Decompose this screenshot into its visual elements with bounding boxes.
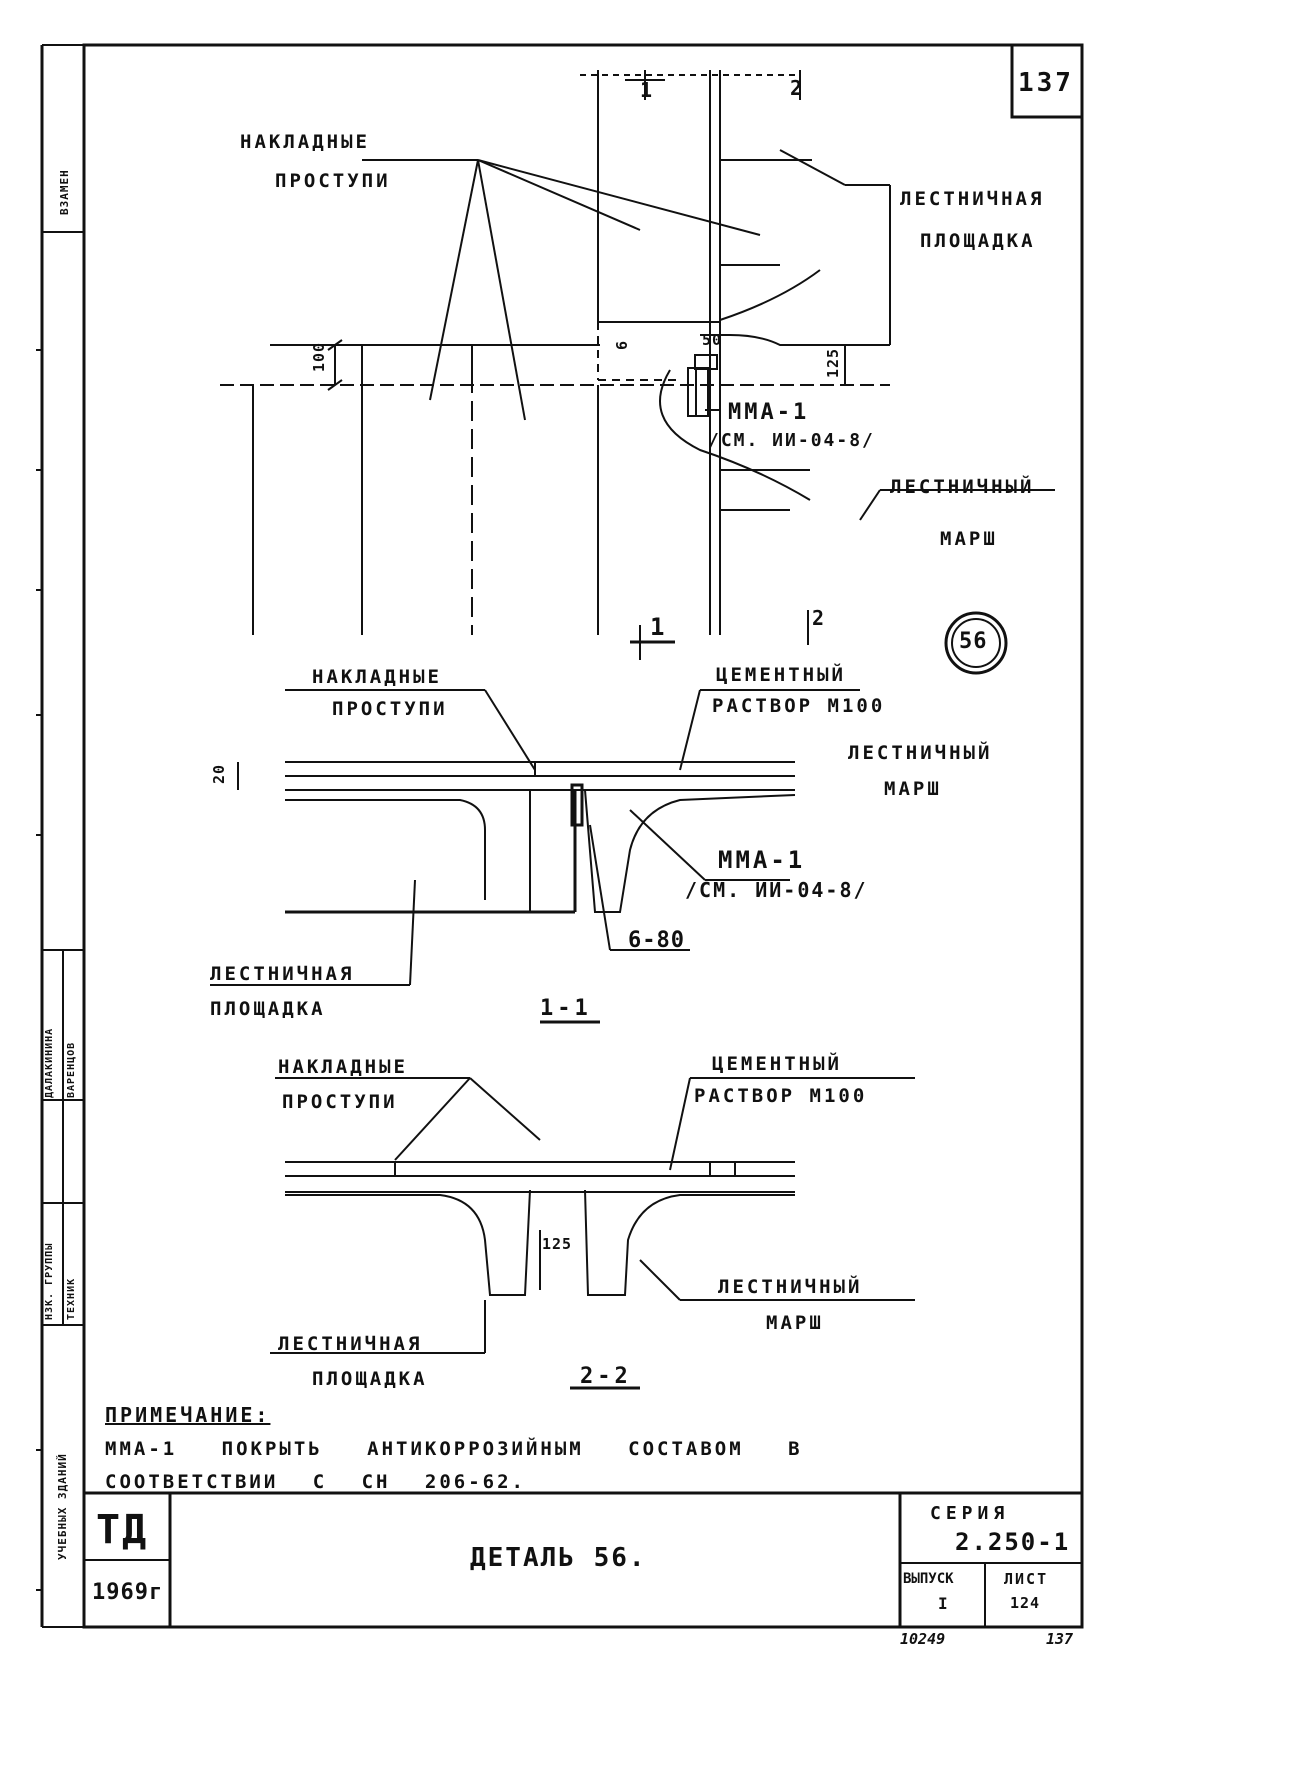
- s2-label-overlays-1: НАКЛАДНЫЕ: [278, 1056, 408, 1078]
- issue-label: ВЫПУСК: [903, 1571, 954, 1587]
- s1-label-march-1: ЛЕСТНИЧНЫЙ: [848, 742, 993, 764]
- plan-cut-2-bottom: 2: [812, 606, 828, 630]
- plan-label-mma-2: /СМ. ИИ-04-8/: [708, 430, 875, 451]
- s2-label-mortar-2: РАСТВОР М100: [694, 1085, 868, 1107]
- note-line-2: СООТВЕТСТВИИ С СН 206-62.: [105, 1471, 526, 1493]
- side-label-buildings: УЧЕБНЫХ ЗДАНИЙ: [56, 1453, 69, 1560]
- title-block: [84, 1491, 1082, 1627]
- plan-view: [220, 70, 1055, 660]
- s1-label-march-2: МАРШ: [884, 778, 942, 800]
- plan-dim-100: 100: [310, 341, 328, 372]
- s1-title: 1-1: [540, 996, 592, 1021]
- series-label: СЕРИЯ: [930, 1503, 1010, 1524]
- s1-dim-20: 20: [210, 763, 228, 784]
- plan-dim-125: 125: [824, 347, 842, 378]
- side-label-name-2: ВАРЕНЦОВ: [66, 1041, 77, 1098]
- below-right-number: 137: [1046, 1630, 1074, 1648]
- plan-label-landing-2: ПЛОЩАДКА: [920, 230, 1036, 252]
- s2-label-landing-1: ЛЕСТНИЧНАЯ: [278, 1333, 423, 1355]
- plan-dim-6: 6: [613, 339, 631, 350]
- note-line-1: ММА-1 ПОКРЫТЬ АНТИКОРРОЗИЙНЫМ СОСТАВОМ В: [105, 1438, 803, 1460]
- plan-label-march-1: ЛЕСТНИЧНЫЙ: [890, 476, 1035, 498]
- s1-label-overlays-2: ПРОСТУПИ: [332, 698, 448, 720]
- s2-label-march-1: ЛЕСТНИЧНЫЙ: [718, 1276, 863, 1298]
- title-block-code: ТД: [96, 1507, 149, 1553]
- sheet-frame: [36, 43, 1084, 1629]
- side-label-group: НЗК. ГРУППЫ: [44, 1242, 55, 1320]
- title-block-title: ДЕТАЛЬ 56.: [470, 1543, 647, 1573]
- s1-label-mortar-2: РАСТВОР М100: [712, 695, 886, 717]
- s2-title: 2-2: [580, 1364, 632, 1389]
- s1-label-mortar-1: ЦЕМЕНТНЫЙ: [716, 664, 846, 686]
- issue-value: I: [938, 1594, 951, 1613]
- plan-label-landing-1: ЛЕСТНИЧНАЯ: [900, 188, 1045, 210]
- plan-dim-50: 50: [702, 331, 723, 349]
- s1-label-mma-1: ММА-1: [718, 846, 806, 874]
- sheet-value: 124: [1010, 1594, 1041, 1612]
- sheet-label: ЛИСТ: [1004, 1570, 1049, 1588]
- s1-label-mma-2: /СМ. ИИ-04-8/: [685, 878, 868, 902]
- side-label-technik: ТЕХНИК: [66, 1277, 77, 1320]
- series-value: 2.250-1: [955, 1528, 1071, 1556]
- s2-label-mortar-1: ЦЕМЕНТНЫЙ: [712, 1053, 842, 1075]
- plan-label-overlays-1: НАКЛАДНЫЕ: [240, 131, 370, 153]
- s1-label-landing-2: ПЛОЩАДКА: [210, 998, 326, 1020]
- plan-cut-1-bottom: 1: [650, 613, 668, 641]
- plan-label-march-2: МАРШ: [940, 528, 998, 550]
- plan-label-overlays-2: ПРОСТУПИ: [275, 170, 391, 192]
- s2-label-overlays-2: ПРОСТУПИ: [282, 1091, 398, 1113]
- title-block-year: 1969г: [92, 1580, 164, 1605]
- side-label-name-1: ДАЛАКИНИНА: [44, 1027, 55, 1098]
- sheet-number: 137: [1018, 68, 1074, 98]
- detail-circle: [944, 611, 1008, 675]
- side-label-vzamen: ВЗАМЕН: [58, 169, 71, 215]
- plan-cut-2: 2: [790, 76, 806, 100]
- note-heading: ПРИМЕЧАНИЕ:: [105, 1403, 271, 1427]
- s1-label-landing-1: ЛЕСТНИЧНАЯ: [210, 963, 355, 985]
- section-2-2: [270, 1077, 915, 1390]
- s2-dim-125: 125: [542, 1235, 573, 1253]
- plan-label-mma-1: ММА-1: [728, 400, 810, 425]
- below-left-number: 10249: [900, 1630, 946, 1648]
- section-1-1: [210, 689, 860, 1024]
- s2-label-march-2: МАРШ: [766, 1312, 824, 1334]
- detail-number: 56: [959, 629, 988, 654]
- s2-label-landing-2: ПЛОЩАДКА: [312, 1368, 428, 1390]
- plan-cut-1: 1: [640, 78, 656, 102]
- s1-label-bolt: 6-80: [628, 928, 685, 953]
- s1-label-overlays-1: НАКЛАДНЫЕ: [312, 666, 442, 688]
